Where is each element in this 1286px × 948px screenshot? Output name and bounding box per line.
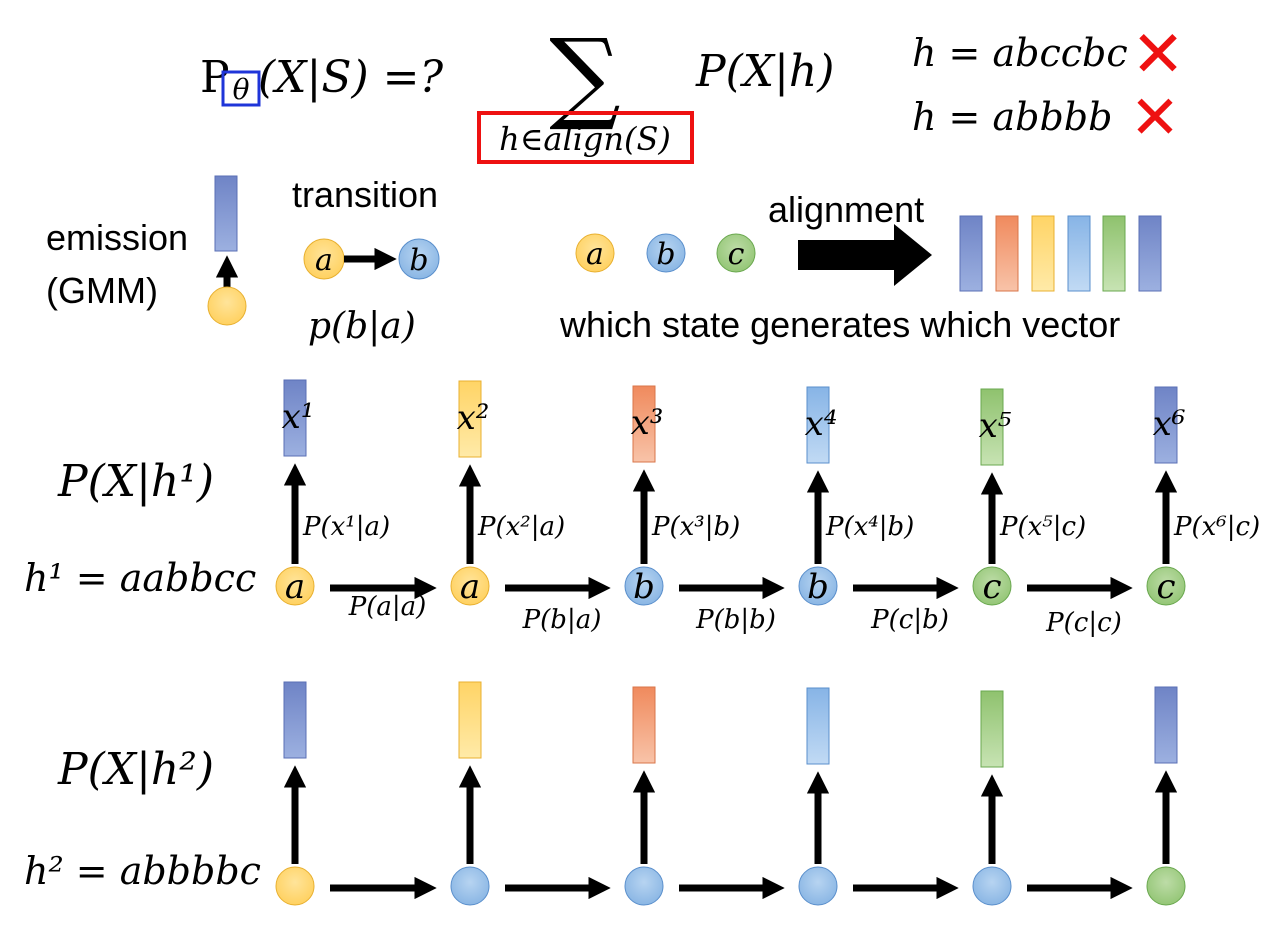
state-node-label: c [1156,567,1175,607]
formula: P θ (X|S) =? ∑ h∈align(S) P(X|h) h = abc… [200,17,1185,164]
state-node [1146,566,1186,606]
transition-prob-label: P(b|a) [522,605,602,635]
observation-label: x⁵ [979,406,1012,446]
observation-label: x² [457,398,490,438]
observation-vector [458,380,482,458]
state-node [450,866,490,906]
legend-vector [1031,215,1055,292]
state-node [798,566,838,606]
row-h2: P(X|h²) h² = abbbbc [24,681,1186,906]
transition-prob-label: P(b|b) [695,605,776,635]
transition-label: transition [292,174,438,215]
sum-symbol: ∑ [549,17,620,134]
sum-subscript-box [477,111,694,164]
state-node [798,866,838,906]
row2-h-label: h² = abbbbc [24,849,261,893]
observation-vector [283,379,307,457]
formula-p-symbol: P [200,52,230,103]
transition-prob-label: P(c|c) [1045,608,1122,638]
emission-prob-label: P(x¹|a) [302,512,390,542]
state-node-label: c [982,567,1001,607]
red-cross-icon: ✕ [1130,84,1180,151]
row1-title: P(X|h¹) [57,456,214,507]
legend-state-c-label: c [728,237,745,272]
observation-label: x³ [631,403,664,443]
legend-vector [1102,215,1126,292]
state-node-label: b [807,567,829,607]
emission-vector [214,175,238,252]
observation-vector [283,681,307,759]
state-node [275,566,315,606]
observation-vector [980,690,1004,768]
row1-h-label: h¹ = aabbcc [24,556,256,600]
emission-prob-label: P(x³|b) [651,512,740,542]
legend-vector [959,215,983,292]
observation-vector [632,686,656,764]
alignment-label: alignment [768,189,924,230]
formula-lhs: (X|S) =? [258,52,443,103]
formula-rhs: P(X|h) [695,46,834,97]
legend-state-c [716,233,756,273]
emission-prob-label: P(x²|a) [477,512,565,542]
counter-example-1: h = abccbc [912,31,1128,75]
transition-state-b [398,238,440,280]
legend-state-a [575,233,615,273]
observation-vector [806,386,830,464]
observation-label: x⁴ [805,404,838,444]
emission-prob-label: P(x⁴|b) [825,512,914,542]
emission-prob-label: P(x⁵|c) [999,512,1086,542]
transition-state-a-label: a [315,243,333,278]
legend-vector [1067,215,1091,292]
legend-state-b [646,233,686,273]
legend-state-b-label: b [656,237,675,272]
legend-state-a-label: a [586,237,604,272]
state-node [972,566,1012,606]
alignment-caption: which state generates which vector [559,304,1120,345]
theta-highlight-box [221,70,261,107]
emission-prob-label: P(x⁶|c) [1173,512,1260,542]
observation-vector [806,687,830,765]
state-node-label: a [285,567,305,607]
observation-vector [980,388,1004,466]
emission-state [207,286,247,326]
transition-prob: p(b|a) [308,306,416,347]
observation-vector [1154,686,1178,764]
legend-vector [1138,215,1162,292]
legend: emission (GMM) transition a b p(b|a) a b… [46,174,1162,347]
state-node [450,566,490,606]
row2-title: P(X|h²) [57,744,214,795]
transition-state-b-label: b [409,243,428,278]
observation-label: x⁶ [1153,404,1186,444]
state-node [1146,866,1186,906]
transition-prob-label: P(c|b) [870,605,949,635]
emission-label: emission [46,217,188,258]
state-node [972,866,1012,906]
observation-vector [458,681,482,759]
observation-vector [1154,386,1178,464]
legend-vector [995,215,1019,292]
observation-label: x¹ [282,397,315,437]
alignment-arrow [798,224,932,286]
state-node [624,566,664,606]
counter-example-2: h = abbbb [912,95,1112,139]
formula-theta: θ [233,73,250,106]
state-node [275,866,315,906]
red-cross-icon: ✕ [1131,18,1185,90]
sum-subscript: h∈align(S) [499,120,671,158]
observation-vector [632,385,656,463]
state-node-label: a [460,567,480,607]
transition-prob-label: P(a|a) [348,592,427,622]
emission-gmm-label: (GMM) [46,270,158,311]
state-node [624,866,664,906]
state-node-label: b [633,567,655,607]
